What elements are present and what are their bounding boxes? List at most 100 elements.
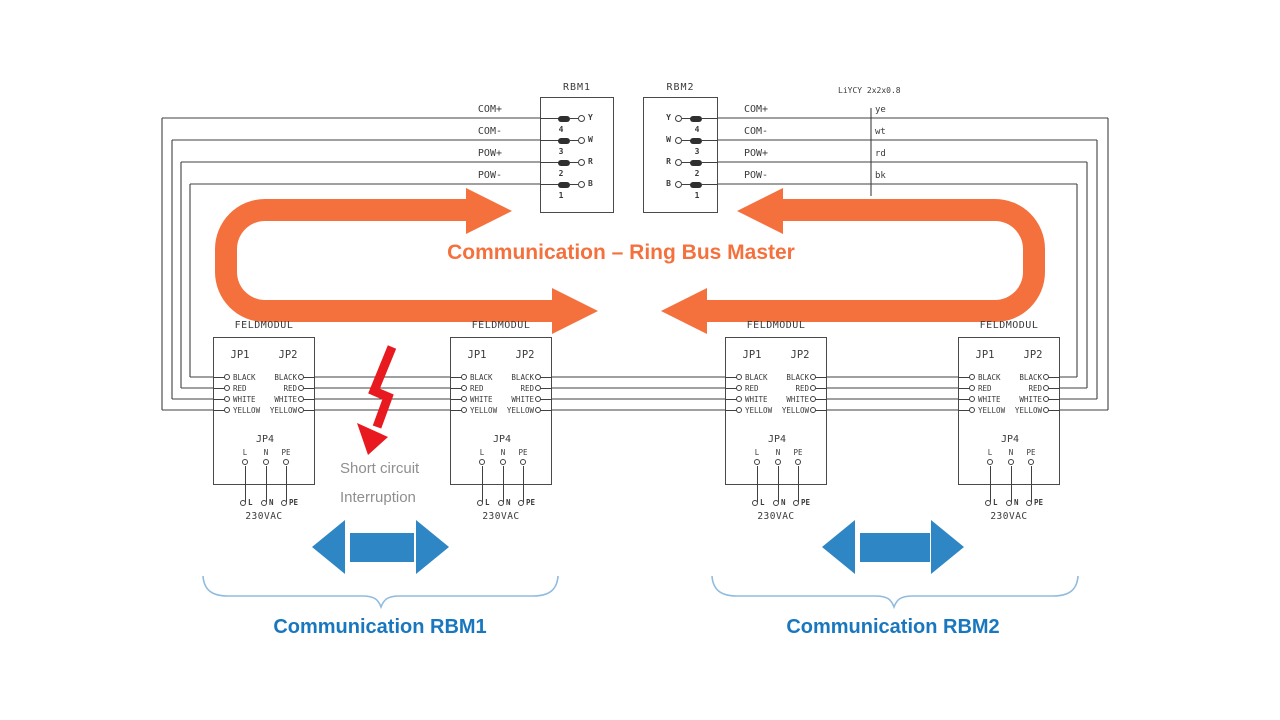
- pin-number: 4: [558, 125, 564, 134]
- terminal-label-l: L: [993, 498, 998, 507]
- pin-circle-icon: [461, 374, 467, 380]
- terminal-label-l: L: [485, 498, 490, 507]
- terminal-label-pe: PE: [526, 498, 536, 507]
- wire-label: BLACK: [786, 372, 809, 382]
- wire-label: BLACK: [1019, 372, 1042, 382]
- rbm2-pin-row: Y 4: [643, 113, 718, 134]
- pin-circle-icon: [736, 385, 742, 391]
- power-wire: [778, 466, 780, 502]
- pin-circle-icon: [283, 459, 289, 465]
- rbm1-pin-row: W 3: [540, 135, 614, 156]
- terminal-circle-icon: [498, 500, 504, 506]
- pin-circle-icon: [578, 181, 585, 188]
- rbm1-comm-arrow-icon: [312, 520, 449, 574]
- rbm2-pin-row: B 1: [643, 179, 718, 200]
- power-pin-label-l: L: [242, 448, 248, 457]
- ring-bus-arrowhead-top-left-icon: [737, 188, 783, 234]
- bus-pin-row-red: RED RED: [213, 383, 315, 393]
- pin-circle-icon: [242, 459, 248, 465]
- wire-label: BLACK: [511, 372, 534, 382]
- terminal-label-n: N: [506, 498, 511, 507]
- pin-circle-icon: [224, 407, 230, 413]
- signal-label-com-minus: COM-: [744, 126, 769, 137]
- pin-number: 1: [694, 191, 700, 200]
- plug-contact-icon: [690, 115, 702, 122]
- bus-pin-row-black: BLACK BLACK: [213, 372, 315, 382]
- signal-label-com-minus: COM-: [477, 126, 502, 137]
- jp1-header-label: JP1: [742, 349, 762, 361]
- rbm1-box: [540, 97, 614, 213]
- power-pin-label-pe: PE: [281, 448, 291, 457]
- plug-contact-icon: [690, 137, 702, 144]
- power-pin-label-pe: PE: [1026, 448, 1036, 457]
- pin-circle-icon: [969, 374, 975, 380]
- bus-pin-row-red: RED RED: [450, 383, 552, 393]
- plug-contact-icon: [558, 181, 570, 188]
- feldmodul-module: FELDMODUL JP1 JP2 BLACK BLACK RED RED WH…: [725, 318, 827, 530]
- pin-circle-icon: [969, 407, 975, 413]
- pin-circle-icon: [461, 396, 467, 402]
- wire-label: YELLOW: [470, 405, 498, 415]
- ring-bus-loop-left: [215, 199, 468, 322]
- bus-pin-row-white: WHITE WHITE: [450, 394, 552, 404]
- jp4-header-label: JP4: [767, 434, 787, 445]
- wire-label: BLACK: [233, 372, 256, 382]
- plug-contact-icon: [558, 137, 570, 144]
- bus-pin-row-yellow: YELLOW YELLOW: [958, 405, 1060, 415]
- wire-label: WHITE: [1019, 394, 1042, 404]
- terminal-circle-icon: [240, 500, 246, 506]
- ring-bus-arm-extension-left: [466, 300, 554, 322]
- bus-pin-row-black: BLACK BLACK: [725, 372, 827, 382]
- jp1-header-label: JP1: [230, 349, 250, 361]
- wire-color-tag-bk: bk: [875, 171, 886, 181]
- rbm2-connector: RBM2 Y 4 W 3 R 2 B 1: [643, 82, 718, 213]
- rbm1-pin-row: B 1: [540, 179, 614, 200]
- ring-bus-loop-right: [779, 199, 1045, 322]
- voltage-label: 230VAC: [245, 511, 283, 522]
- bus-pin-row-red: RED RED: [958, 383, 1060, 393]
- terminal-circle-icon: [1006, 500, 1012, 506]
- bus-pin-row-white: WHITE WHITE: [213, 394, 315, 404]
- bus-pin-row-yellow: YELLOW YELLOW: [725, 405, 827, 415]
- wire-color-tag-rd: rd: [875, 149, 886, 159]
- jp2-header-label: JP2: [278, 349, 298, 361]
- cable-type-label: LiYCY 2x2x0.8: [838, 86, 901, 95]
- wire-label: RED: [520, 383, 534, 393]
- power-wire: [523, 466, 525, 502]
- pin-number: 2: [694, 169, 700, 178]
- rbm2-pin-row: R 2: [643, 157, 718, 178]
- signal-label-pow-plus: POW+: [477, 148, 502, 159]
- pin-letter: R: [666, 157, 671, 166]
- pin-number: 4: [694, 125, 700, 134]
- wire-label: RED: [795, 383, 809, 393]
- wire-label: BLACK: [274, 372, 297, 382]
- rbm1-pin-row: Y 4: [540, 113, 614, 134]
- feldmodul-label: FELDMODUL: [746, 320, 806, 331]
- feldmodul-module: FELDMODUL JP1 JP2 BLACK BLACK RED RED WH…: [213, 318, 315, 530]
- rbm2-pin-row: W 3: [643, 135, 718, 156]
- pin-circle-icon: [224, 396, 230, 402]
- ring-bus-arm-extension-right: [705, 300, 781, 322]
- wire-label: BLACK: [745, 372, 768, 382]
- feldmodul-label: FELDMODUL: [471, 320, 531, 331]
- wire-label: RED: [978, 383, 992, 393]
- wire-label: YELLOW: [745, 405, 773, 415]
- wire-label: RED: [283, 383, 297, 393]
- power-wire: [1031, 466, 1033, 502]
- jp2-header-label: JP2: [1023, 349, 1043, 361]
- pin-circle-icon: [675, 181, 682, 188]
- pin-circle-icon: [675, 137, 682, 144]
- terminal-label-pe: PE: [801, 498, 811, 507]
- pin-circle-icon: [1028, 459, 1034, 465]
- plug-contact-icon: [558, 115, 570, 122]
- pin-circle-icon: [224, 374, 230, 380]
- bus-pin-row-white: WHITE WHITE: [725, 394, 827, 404]
- wire-label: YELLOW: [1014, 405, 1042, 415]
- wire-color-tag-wt: wt: [875, 127, 886, 137]
- power-pin-label-pe: PE: [518, 448, 528, 457]
- wire-label: RED: [745, 383, 759, 393]
- terminal-label-n: N: [781, 498, 786, 507]
- rbm2-brace: [711, 575, 1079, 610]
